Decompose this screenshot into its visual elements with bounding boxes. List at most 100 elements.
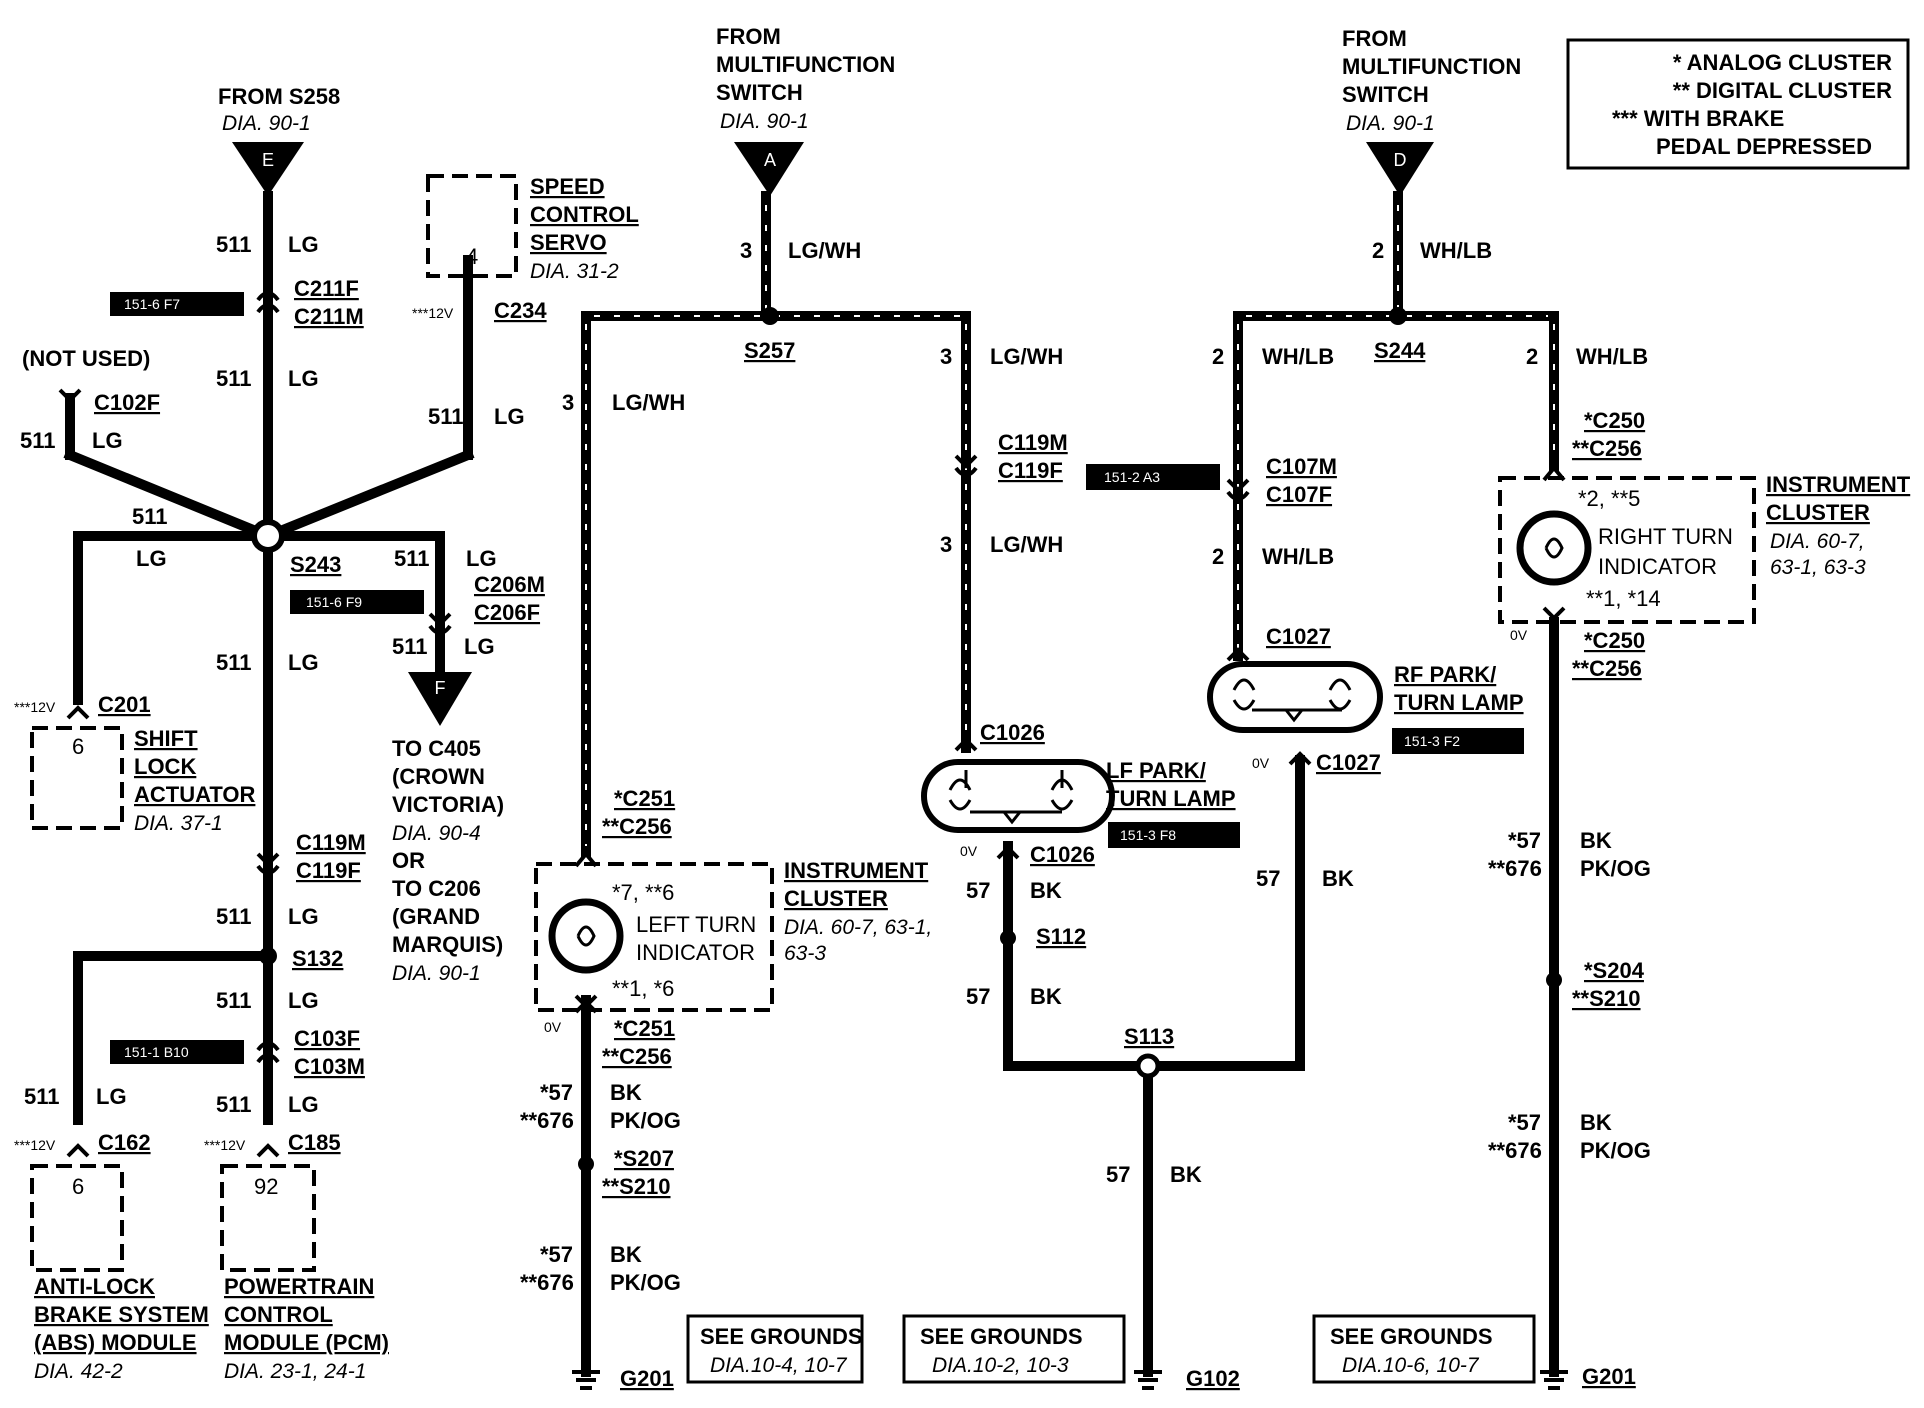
ref-tags-left: 151-6 F7 151-6 F9 151-1 B10 bbox=[110, 292, 424, 1064]
splice-s113-label: S113 bbox=[1124, 1024, 1174, 1049]
left-turn-indicator-label-2: INDICATOR bbox=[636, 940, 755, 965]
legend-brake-1: *** WITH BRAKE bbox=[1612, 106, 1784, 131]
wire-511-e: 511 bbox=[428, 404, 464, 429]
see-grounds-1-dia: DIA.10-4, 10-7 bbox=[710, 1354, 848, 1377]
to-or: OR bbox=[392, 848, 425, 873]
connector-c1027-b: C1027 bbox=[1316, 750, 1381, 775]
wire-lg-c: LG bbox=[92, 428, 123, 453]
connector-glyph-c1027-a bbox=[1226, 647, 1250, 662]
wire-2-d: 2 bbox=[1212, 544, 1224, 569]
legend-brake-2: PEDAL DEPRESSED bbox=[1656, 134, 1872, 159]
wire-511-i: 511 bbox=[216, 904, 252, 929]
ground-symbol-g201-b bbox=[1540, 1370, 1568, 1390]
splice-s204 bbox=[1546, 972, 1562, 988]
shift-lock-actuator: 6 SHIFT LOCK ACTUATOR DIA. 37-1 bbox=[30, 726, 256, 835]
wire-3-b: 3 bbox=[562, 390, 574, 415]
ref-tag-4-box bbox=[1086, 464, 1220, 490]
servo-label-2: CONTROL bbox=[530, 202, 639, 227]
splice-s244 bbox=[1389, 307, 1407, 325]
abs-dia: DIA. 42-2 bbox=[34, 1360, 123, 1383]
connector-glyph-c251 bbox=[574, 999, 598, 1014]
lf-park-turn-lamp: LF PARK/ TURN LAMP bbox=[921, 758, 1236, 833]
wire-pkog-d: PK/OG bbox=[1580, 1138, 1651, 1163]
connector-c107m: C107M bbox=[1266, 454, 1337, 479]
left-turn-indicator-label-1: LEFT TURN bbox=[636, 912, 756, 937]
connector-c1026-b: C1026 bbox=[1030, 842, 1095, 867]
source-d-dia: DIA. 90-1 bbox=[1346, 112, 1435, 135]
ground-g201-b: G201 bbox=[1582, 1364, 1636, 1389]
wire-511-d: 511 bbox=[132, 504, 168, 529]
connector-glyph-c1026 bbox=[954, 737, 978, 752]
wire-511-c: 511 bbox=[20, 428, 56, 453]
source-e-dia: DIA. 90-1 bbox=[222, 112, 311, 135]
left-instrument-cluster: *7, **6 **1, *6 LEFT TURN INDICATOR INST… bbox=[534, 850, 932, 1012]
see-grounds-2-dia: DIA.10-2, 10-3 bbox=[932, 1354, 1069, 1377]
to-line-4: TO C206 bbox=[392, 876, 481, 901]
connector-c211m: C211M bbox=[294, 304, 364, 329]
abs-label-3: (ABS) MODULE bbox=[34, 1330, 197, 1355]
ref-tag-1: 151-6 F7 bbox=[124, 296, 180, 312]
ref-tag-3: 151-1 B10 bbox=[124, 1044, 189, 1060]
wire-lg-h: LG bbox=[288, 650, 319, 675]
shift-pin: 6 bbox=[72, 734, 84, 759]
abs-pin: 6 bbox=[72, 1174, 84, 1199]
connector-c201: C201 bbox=[98, 692, 151, 717]
to-line-5: (GRAND bbox=[392, 904, 480, 929]
right-cluster-dia-2: 63-1, 63-3 bbox=[1770, 556, 1866, 579]
wire-bk-g: BK bbox=[1580, 828, 1612, 853]
wire-pkog-c: PK/OG bbox=[1580, 856, 1651, 881]
right-cluster-label-2: CLUSTER bbox=[1766, 500, 1870, 525]
wire-bk-b: BK bbox=[610, 1242, 642, 1267]
splice-s243 bbox=[251, 519, 285, 553]
see-grounds-1-title: SEE GROUNDS bbox=[700, 1324, 863, 1349]
wire-lgwh-a: LG/WH bbox=[788, 238, 861, 263]
connector-c107f: C107F bbox=[1266, 482, 1332, 507]
connector-c256-b: **C256 bbox=[602, 1044, 672, 1069]
wire-lg-g: LG bbox=[464, 634, 495, 659]
wire-lg-j: LG bbox=[288, 988, 319, 1013]
wire-57-c: 57 bbox=[966, 878, 990, 903]
splice-s112 bbox=[1000, 930, 1016, 946]
right-cluster-label-1: INSTRUMENT bbox=[1766, 472, 1911, 497]
ground-g201-a: G201 bbox=[620, 1366, 674, 1391]
to-c405-block: TO C405 (CROWN VICTORIA) DIA. 90-4 OR TO… bbox=[392, 736, 504, 985]
wire-lg-l: LG bbox=[288, 1092, 319, 1117]
wire-676-d: **676 bbox=[1488, 1138, 1542, 1163]
wire-lg-a: LG bbox=[288, 232, 319, 257]
pcm-label-1: POWERTRAIN bbox=[224, 1274, 374, 1299]
connector-c119f-b: C119F bbox=[998, 458, 1063, 483]
source-d-line2: MULTIFUNCTION bbox=[1342, 54, 1521, 79]
connector-c250-a: *C250 bbox=[1584, 408, 1645, 433]
connector-c250-b: *C250 bbox=[1584, 628, 1645, 653]
wire-57-h: *57 bbox=[1508, 1110, 1541, 1135]
wire-bk-f: BK bbox=[1322, 866, 1354, 891]
left-cluster-pin-top: *7, **6 bbox=[612, 880, 674, 905]
splice-s243-label: S243 bbox=[290, 552, 341, 577]
source-a-dia: DIA. 90-1 bbox=[720, 110, 809, 133]
wire-whlb-b: WH/LB bbox=[1262, 344, 1334, 369]
voltage-0v-d: 0V bbox=[1510, 627, 1528, 643]
connector-c206m: C206M bbox=[474, 572, 545, 597]
see-grounds-2-title: SEE GROUNDS bbox=[920, 1324, 1083, 1349]
wire-lg-e: LG bbox=[494, 404, 525, 429]
legend: * ANALOG CLUSTER ** DIGITAL CLUSTER *** … bbox=[1566, 38, 1910, 170]
right-turn-indicator-label-2: INDICATOR bbox=[1598, 554, 1717, 579]
splice-s132 bbox=[259, 947, 277, 965]
wire-pkog-b: PK/OG bbox=[610, 1270, 681, 1295]
voltage-0v-c: 0V bbox=[1252, 755, 1270, 771]
to-dia-1: DIA. 90-4 bbox=[392, 822, 481, 845]
servo-dia: DIA. 31-2 bbox=[530, 260, 619, 283]
splice-s207 bbox=[578, 1156, 594, 1172]
pcm-label-3: MODULE (PCM) bbox=[224, 1330, 389, 1355]
rf-lamp-label-2: TURN LAMP bbox=[1394, 690, 1524, 715]
wire-57-a: *57 bbox=[540, 1080, 573, 1105]
wire-bk-d: BK bbox=[1030, 984, 1062, 1009]
wire-3-a: 3 bbox=[740, 238, 752, 263]
wire-511-a: 511 bbox=[216, 232, 252, 257]
source-d-line1: FROM bbox=[1342, 26, 1407, 51]
wire-whlb-c: WH/LB bbox=[1576, 344, 1648, 369]
wire-lg-i: LG bbox=[288, 904, 319, 929]
ref-tag-2: 151-6 F9 bbox=[306, 594, 362, 610]
source-d-line3: SWITCH bbox=[1342, 82, 1429, 107]
wire-3-c: 3 bbox=[940, 344, 952, 369]
